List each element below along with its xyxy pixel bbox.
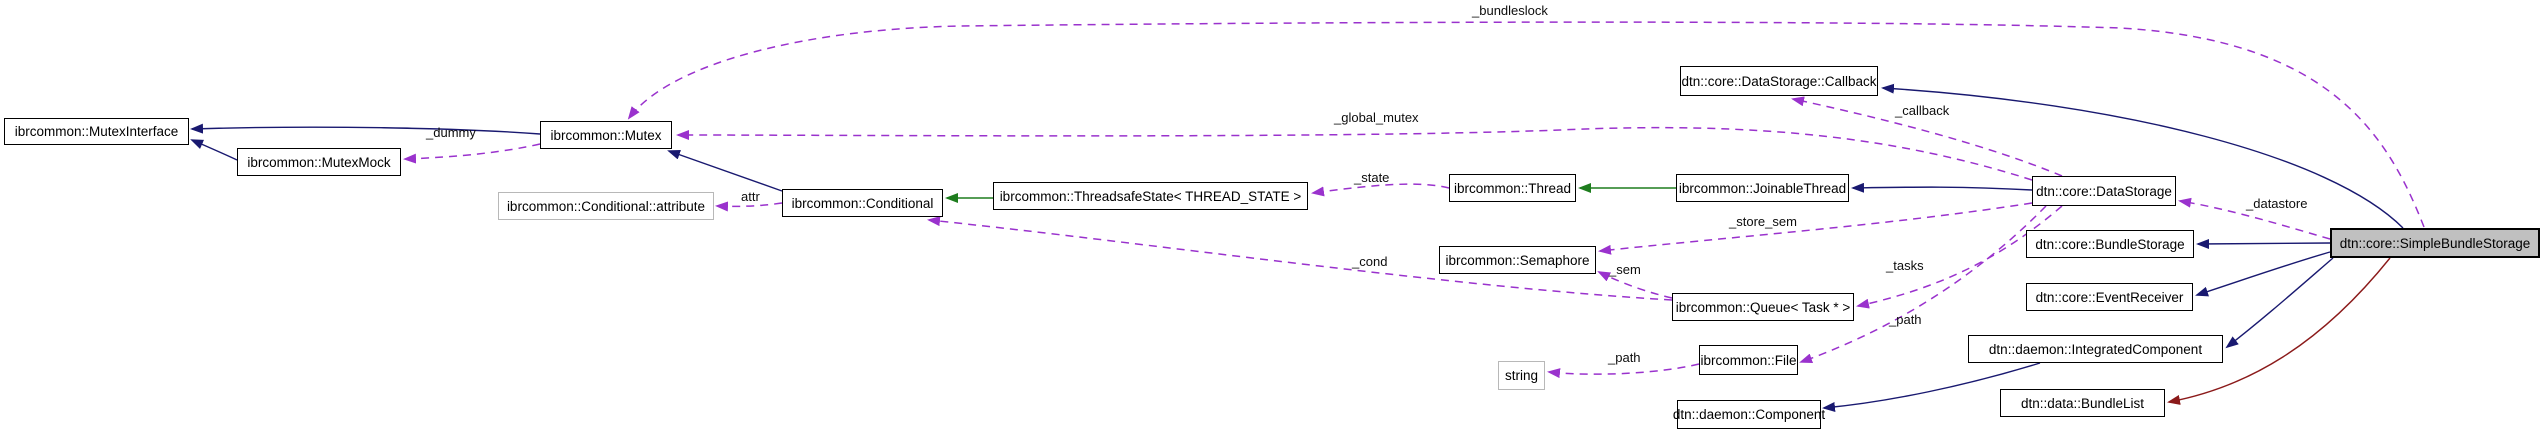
node-semaphore[interactable]: ibrcommon::Semaphore xyxy=(1439,246,1596,274)
edge-u-callback xyxy=(1791,96,2063,177)
edge-e-integratedcomponent-component xyxy=(1822,362,2041,412)
node-simple-bundle-storage: dtn::core::SimpleBundleStorage xyxy=(2330,228,2540,258)
edge-u-storesem xyxy=(1598,202,2033,255)
edge-u-tasks xyxy=(1856,205,2063,309)
edge-e-sbs-bundlelist xyxy=(2167,257,2391,405)
edge-label-u-sem: _sem xyxy=(1609,262,1641,277)
edge-u-sem xyxy=(1597,271,1673,299)
edge-u-bundleslock xyxy=(627,21,2425,228)
node-mutex-mock[interactable]: ibrcommon::MutexMock xyxy=(237,148,401,176)
edge-label-u-cond: _cond xyxy=(1352,254,1388,269)
node-integrated-component[interactable]: dtn::daemon::IntegratedComponent xyxy=(1968,335,2223,363)
node-conditional-attribute[interactable]: ibrcommon::Conditional::attribute xyxy=(498,192,714,220)
edge-label-u-path-file: _path xyxy=(1889,312,1922,327)
edge-u-globalmutex xyxy=(676,126,2033,181)
edge-label-u-tasks: _tasks xyxy=(1886,258,1924,273)
node-component[interactable]: dtn::daemon::Component xyxy=(1673,400,1825,429)
node-string[interactable]: string xyxy=(1498,361,1545,390)
edge-u-state xyxy=(1311,183,1450,197)
edge-e-sbs-callback xyxy=(1881,83,2404,229)
edge-u-attr xyxy=(715,201,783,212)
edge-label-u-attr: attr xyxy=(741,189,760,204)
node-datastorage-callback[interactable]: dtn::core::DataStorage::Callback xyxy=(1680,66,1878,96)
edge-u-dummy xyxy=(403,143,541,164)
edge-label-u-callback: _callback xyxy=(1895,103,1950,118)
edge-e-mutex-mutexinterface xyxy=(190,123,541,135)
edge-e-sbs-eventreceiver xyxy=(2195,251,2331,297)
edge-e-datastorage-joinablethread xyxy=(1851,182,2033,193)
edge-u-datastore xyxy=(2178,197,2331,240)
node-conditional[interactable]: ibrcommon::Conditional xyxy=(782,189,943,217)
node-event-receiver[interactable]: dtn::core::EventReceiver xyxy=(2026,283,2193,311)
node-bundle-list[interactable]: dtn::data::BundleList xyxy=(2000,389,2165,417)
edge-e-sbs-integratedcomponent xyxy=(2225,257,2334,349)
edge-u-path-file xyxy=(1799,205,2047,364)
edge-e-sbs-bundlestorage xyxy=(2196,238,2331,249)
edge-label-u-dummy: _dummy xyxy=(426,125,476,140)
edge-u-path-string xyxy=(1547,363,1700,379)
node-file[interactable]: ibrcommon::File xyxy=(1699,345,1798,375)
node-bundle-storage[interactable]: dtn::core::BundleStorage xyxy=(2026,230,2194,258)
edge-label-u-globalmutex: _global_mutex xyxy=(1334,110,1419,125)
edge-label-u-state: _state xyxy=(1354,170,1390,185)
edge-u-cond xyxy=(927,216,1673,301)
node-threadsafe-state[interactable]: ibrcommon::ThreadsafeState< THREAD_STATE… xyxy=(993,182,1308,210)
edge-label-u-datastore: _datastore xyxy=(2246,196,2308,211)
edge-label-u-storesem: _store_sem xyxy=(1729,214,1797,229)
edge-label-u-bundleslock: _bundleslock xyxy=(1472,3,1548,18)
edge-e-mutexmock-mutexinterface xyxy=(190,139,238,161)
edge-label-u-path-string: _path xyxy=(1608,350,1641,365)
edge-e-conditional-mutex xyxy=(667,149,783,192)
node-queue-task[interactable]: ibrcommon::Queue< Task * > xyxy=(1672,293,1854,321)
node-thread[interactable]: ibrcommon::Thread xyxy=(1449,174,1576,202)
node-mutex[interactable]: ibrcommon::Mutex xyxy=(540,121,672,149)
node-datastorage[interactable]: dtn::core::DataStorage xyxy=(2032,176,2176,206)
node-joinable-thread[interactable]: ibrcommon::JoinableThread xyxy=(1676,174,1849,202)
node-mutex-interface[interactable]: ibrcommon::MutexInterface xyxy=(4,118,189,145)
